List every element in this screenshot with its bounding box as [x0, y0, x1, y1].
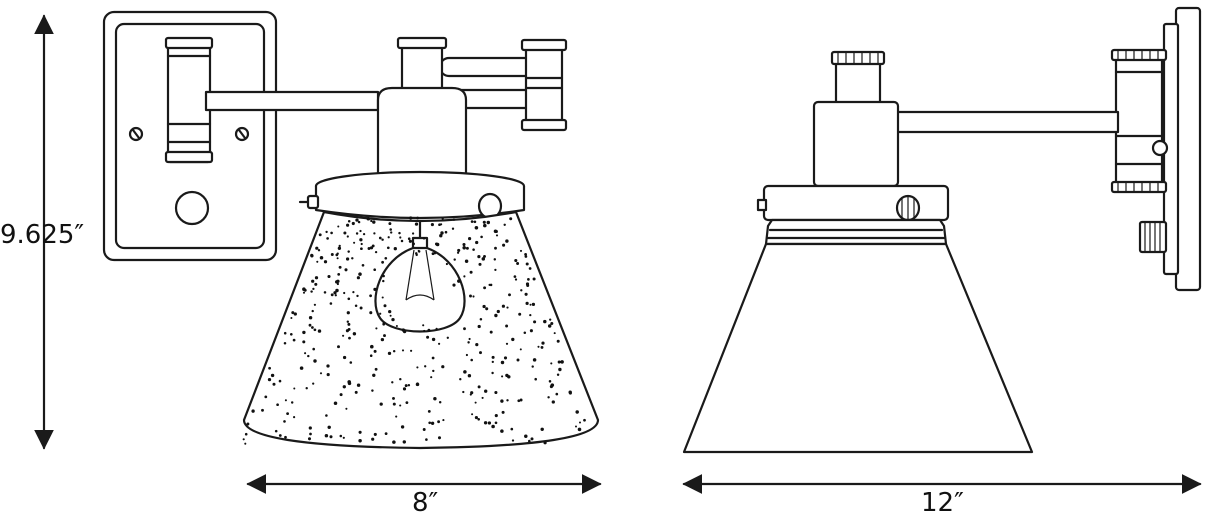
side-holder: [756, 50, 950, 246]
side-backplate: [1138, 6, 1202, 292]
side-swivel-joint: [1110, 48, 1169, 194]
front-holder: [298, 86, 526, 220]
front-seeded-glass-shade: [242, 210, 600, 450]
height-label: 9.625″: [0, 220, 85, 250]
glass-seed-dots: [242, 216, 586, 445]
side-view: [682, 6, 1202, 454]
side-clear-glass-shade: [682, 242, 1034, 454]
side-arm: [894, 110, 1120, 134]
front-view: [102, 10, 600, 450]
front-swing-arm: [204, 36, 568, 132]
front-backplate: [102, 10, 278, 262]
depth-label: 12″: [921, 488, 964, 518]
width-label: 8″: [412, 488, 439, 518]
